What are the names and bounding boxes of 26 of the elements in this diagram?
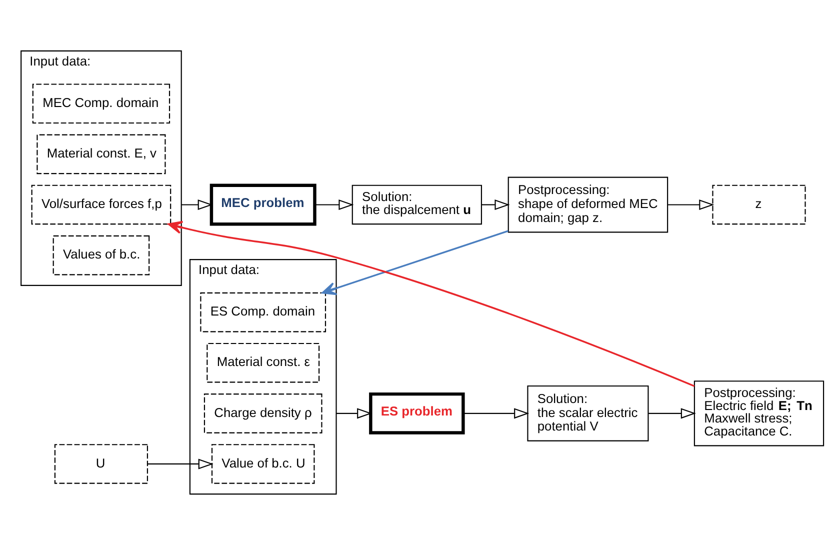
arrow — [482, 199, 510, 210]
node-box: MEC problem — [210, 184, 316, 226]
node-box: Solution: the scalar electric potential V — [527, 385, 649, 442]
node-box: Material const. E, v — [36, 134, 166, 174]
node-box: z — [712, 184, 806, 225]
arrow — [168, 220, 695, 387]
arrow — [463, 408, 530, 419]
arrow — [322, 230, 508, 296]
arrow — [148, 458, 214, 470]
arrow — [668, 199, 714, 210]
node-box: Charge density ρ — [204, 394, 322, 434]
node-box: Value of b.c. U — [211, 444, 315, 484]
node-box: ES problem — [369, 392, 465, 434]
arrow — [648, 408, 696, 419]
node-box: U — [54, 444, 148, 484]
arrow — [315, 199, 354, 210]
node-box: ES Comp. domain — [200, 292, 326, 332]
node-box: Material const. ε — [206, 342, 320, 383]
node-box: Values of b.c. — [52, 235, 150, 276]
node-box: MEC Comp. domain — [32, 84, 170, 124]
node-box: Vol/surface forces f,p — [31, 184, 172, 225]
node-box: Postprocessing: Electric field E; Tn Maxwell stress; Capacitance C. — [694, 380, 824, 446]
node-box: Solution: the dispalcement u — [352, 184, 482, 225]
arrow — [336, 408, 372, 419]
node-box: Postprocessing: shape of deformed MEC domain; gap z. — [508, 176, 668, 233]
arrow — [181, 199, 213, 210]
